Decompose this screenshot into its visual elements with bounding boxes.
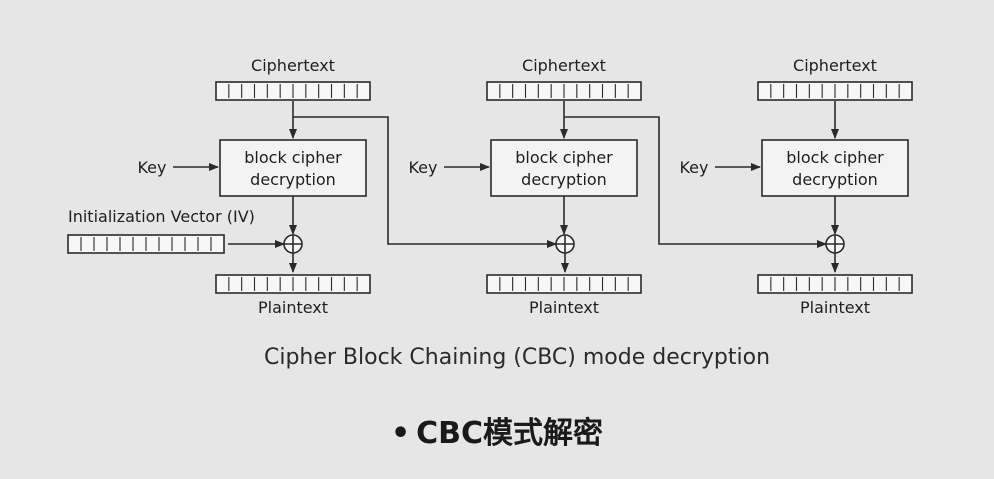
ciphertext-label-1: Ciphertext <box>251 56 335 75</box>
plaintext-register-1 <box>215 274 371 294</box>
chain-arrow-2-to-3 <box>564 116 827 248</box>
diagram-caption: Cipher Block Chaining (CBC) mode decrypt… <box>264 345 770 370</box>
plaintext-register-3 <box>757 274 913 294</box>
cipher-box-line2-2: decryption <box>521 170 607 189</box>
slide-title: •CBC模式解密 <box>0 408 994 452</box>
block-3: Ciphertext Key block cipher decryption P… <box>679 56 913 317</box>
block-cipher-decryption-box-3 <box>761 139 909 197</box>
plaintext-register-2 <box>486 274 642 294</box>
bullet-dot: • <box>390 416 411 451</box>
block-cipher-decryption-box-2 <box>490 139 638 197</box>
chain-arrow-1-to-2 <box>293 116 557 248</box>
plaintext-label-1: Plaintext <box>258 298 328 317</box>
plaintext-label-2: Plaintext <box>529 298 599 317</box>
plaintext-label-3: Plaintext <box>800 298 870 317</box>
key-label-1: Key <box>137 158 166 177</box>
cipher-box-line2-3: decryption <box>792 170 878 189</box>
ciphertext-label-2: Ciphertext <box>522 56 606 75</box>
block-1: Ciphertext Key block cipher decryption I… <box>67 56 371 317</box>
block-2: Ciphertext Key block cipher decryption P… <box>408 56 642 317</box>
ciphertext-register-2 <box>486 81 642 101</box>
cipher-box-line2-1: decryption <box>250 170 336 189</box>
slide-title-text: CBC模式解密 <box>416 416 604 451</box>
cipher-box-line1-2: block cipher <box>515 148 613 167</box>
ciphertext-label-3: Ciphertext <box>793 56 877 75</box>
iv-register <box>67 234 225 254</box>
ciphertext-register-1 <box>215 81 371 101</box>
iv-label: Initialization Vector (IV) <box>68 207 255 226</box>
xor-3 <box>825 234 845 254</box>
cipher-box-line1-3: block cipher <box>786 148 884 167</box>
xor-2 <box>555 234 575 254</box>
cipher-box-line1-1: block cipher <box>244 148 342 167</box>
ciphertext-register-3 <box>757 81 913 101</box>
key-label-3: Key <box>679 158 708 177</box>
xor-1 <box>283 234 303 254</box>
cbc-decryption-diagram: Ciphertext Key block cipher decryption I… <box>67 56 913 370</box>
key-label-2: Key <box>408 158 437 177</box>
